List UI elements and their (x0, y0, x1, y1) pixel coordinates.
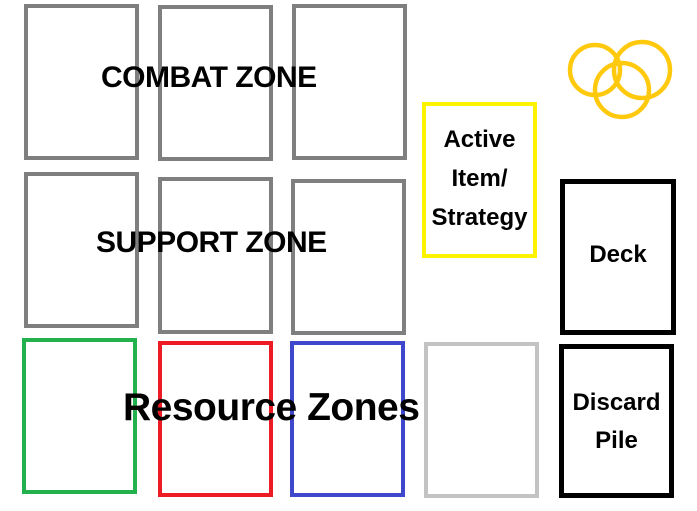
combat-zone-slot-2[interactable] (158, 5, 273, 161)
resource-zone-red[interactable] (158, 341, 273, 497)
resource-zone-green[interactable] (22, 338, 137, 494)
discard-label-line-2: Pile (595, 427, 638, 454)
active-item-strategy-slot[interactable]: Active Item/ Strategy (422, 102, 537, 258)
support-zone-slot-1[interactable] (24, 172, 139, 328)
active-item-label-line-3: Strategy (431, 204, 528, 231)
deck-label: Deck (589, 241, 647, 268)
support-zone-slot-2[interactable] (158, 177, 273, 334)
resource-zone-blue[interactable] (290, 341, 405, 497)
combat-zone-slot-1[interactable] (24, 4, 139, 160)
combat-zone-slot-3[interactable] (292, 4, 407, 160)
resource-zone-light-gray[interactable] (424, 342, 539, 498)
active-item-label-line-2: Item/ (451, 165, 508, 192)
deck-slot[interactable]: Deck (560, 179, 676, 335)
discard-pile-slot[interactable]: Discard Pile (559, 344, 674, 498)
discard-label-line-1: Discard (572, 389, 661, 416)
active-item-label-line-1: Active (443, 126, 516, 153)
interlocking-rings-icon (567, 39, 673, 120)
support-zone-slot-3[interactable] (291, 179, 406, 335)
